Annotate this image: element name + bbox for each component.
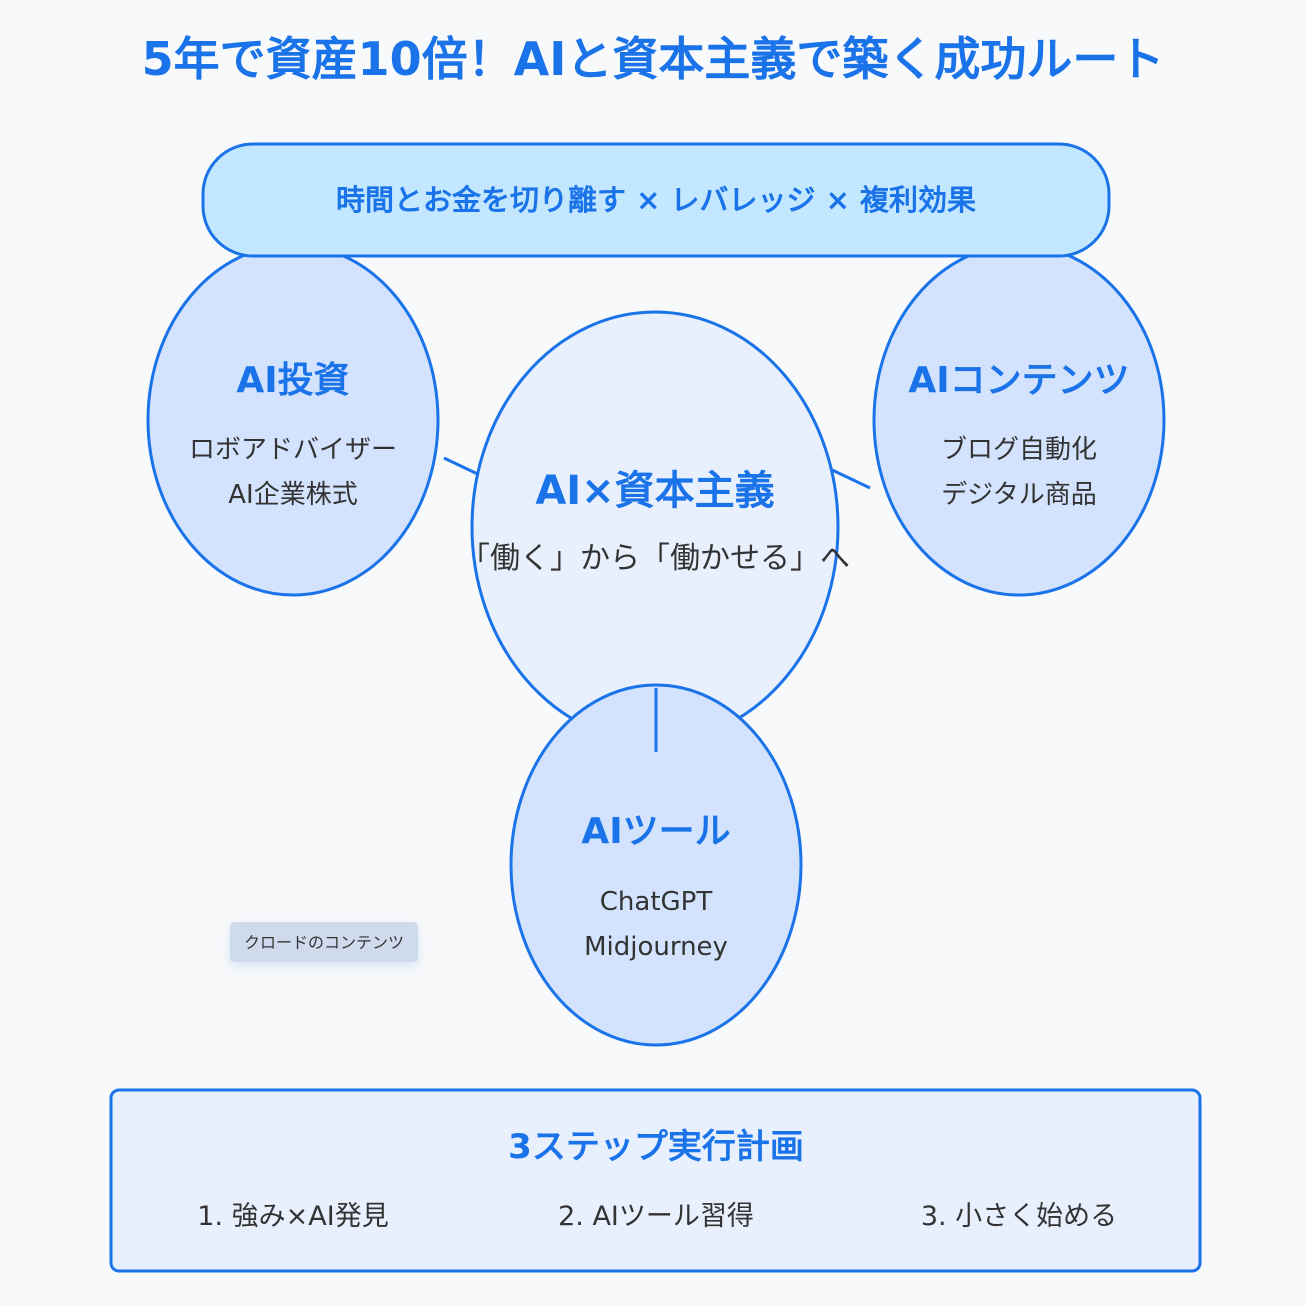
plan-box: 3ステップ実行計画 1. 強み×AI発見 2. AIツール習得 3. 小さく始め… bbox=[109, 1088, 1202, 1273]
plan-title: 3ステップ実行計画 bbox=[508, 1127, 804, 1167]
node-ai-investment-line-2: AI企業株式 bbox=[228, 480, 357, 510]
node-center-shape bbox=[470, 310, 840, 744]
watermark-tag: クロードのコンテンツ bbox=[230, 922, 418, 962]
page-title: 5年で資産10倍！AIと資本主義で築く成功ルート bbox=[142, 32, 1165, 86]
node-ai-investment-line-1: ロボアドバイザー bbox=[189, 435, 397, 465]
node-center-subtitle: 「働く」から「働かせる」へ bbox=[460, 541, 850, 576]
node-ai-tools-shape bbox=[509, 683, 803, 1047]
node-ai-content-title: AIコンテンツ bbox=[908, 360, 1129, 401]
node-ai-content: AIコンテンツ ブログ自動化 デジタル商品 bbox=[872, 243, 1166, 597]
watermark-tag-shape bbox=[230, 922, 418, 962]
plan-step-3: 3. 小さく始める bbox=[921, 1201, 1117, 1232]
node-center-title: AI×資本主義 bbox=[535, 468, 774, 514]
node-ai-content-line-1: ブログ自動化 bbox=[941, 435, 1097, 465]
node-ai-content-shape bbox=[872, 243, 1166, 597]
node-ai-tools: AIツール ChatGPT Midjourney bbox=[509, 683, 803, 1047]
plan-step-2: 2. AIツール習得 bbox=[558, 1201, 754, 1232]
plan-box-shape bbox=[109, 1088, 1202, 1273]
node-ai-content-line-2: デジタル商品 bbox=[941, 480, 1096, 510]
node-ai-investment: AI投資 ロボアドバイザー AI企業株式 bbox=[146, 243, 440, 597]
node-ai-tools-line-2: Midjourney bbox=[584, 932, 728, 962]
node-ai-tools-title: AIツール bbox=[581, 811, 730, 852]
watermark-text: クロードのコンテンツ bbox=[244, 933, 404, 952]
banner-text: 時間とお金を切り離す × レバレッジ × 複利効果 bbox=[336, 183, 976, 217]
banner-shape bbox=[201, 142, 1111, 258]
node-center: AI×資本主義 「働く」から「働かせる」へ bbox=[460, 310, 850, 744]
plan-step-1: 1. 強み×AI発見 bbox=[197, 1201, 388, 1232]
node-ai-tools-line-1: ChatGPT bbox=[600, 887, 713, 917]
banner: 時間とお金を切り離す × レバレッジ × 複利効果 bbox=[201, 142, 1111, 258]
node-ai-investment-shape bbox=[146, 243, 440, 597]
node-ai-investment-title: AI投資 bbox=[236, 360, 349, 401]
